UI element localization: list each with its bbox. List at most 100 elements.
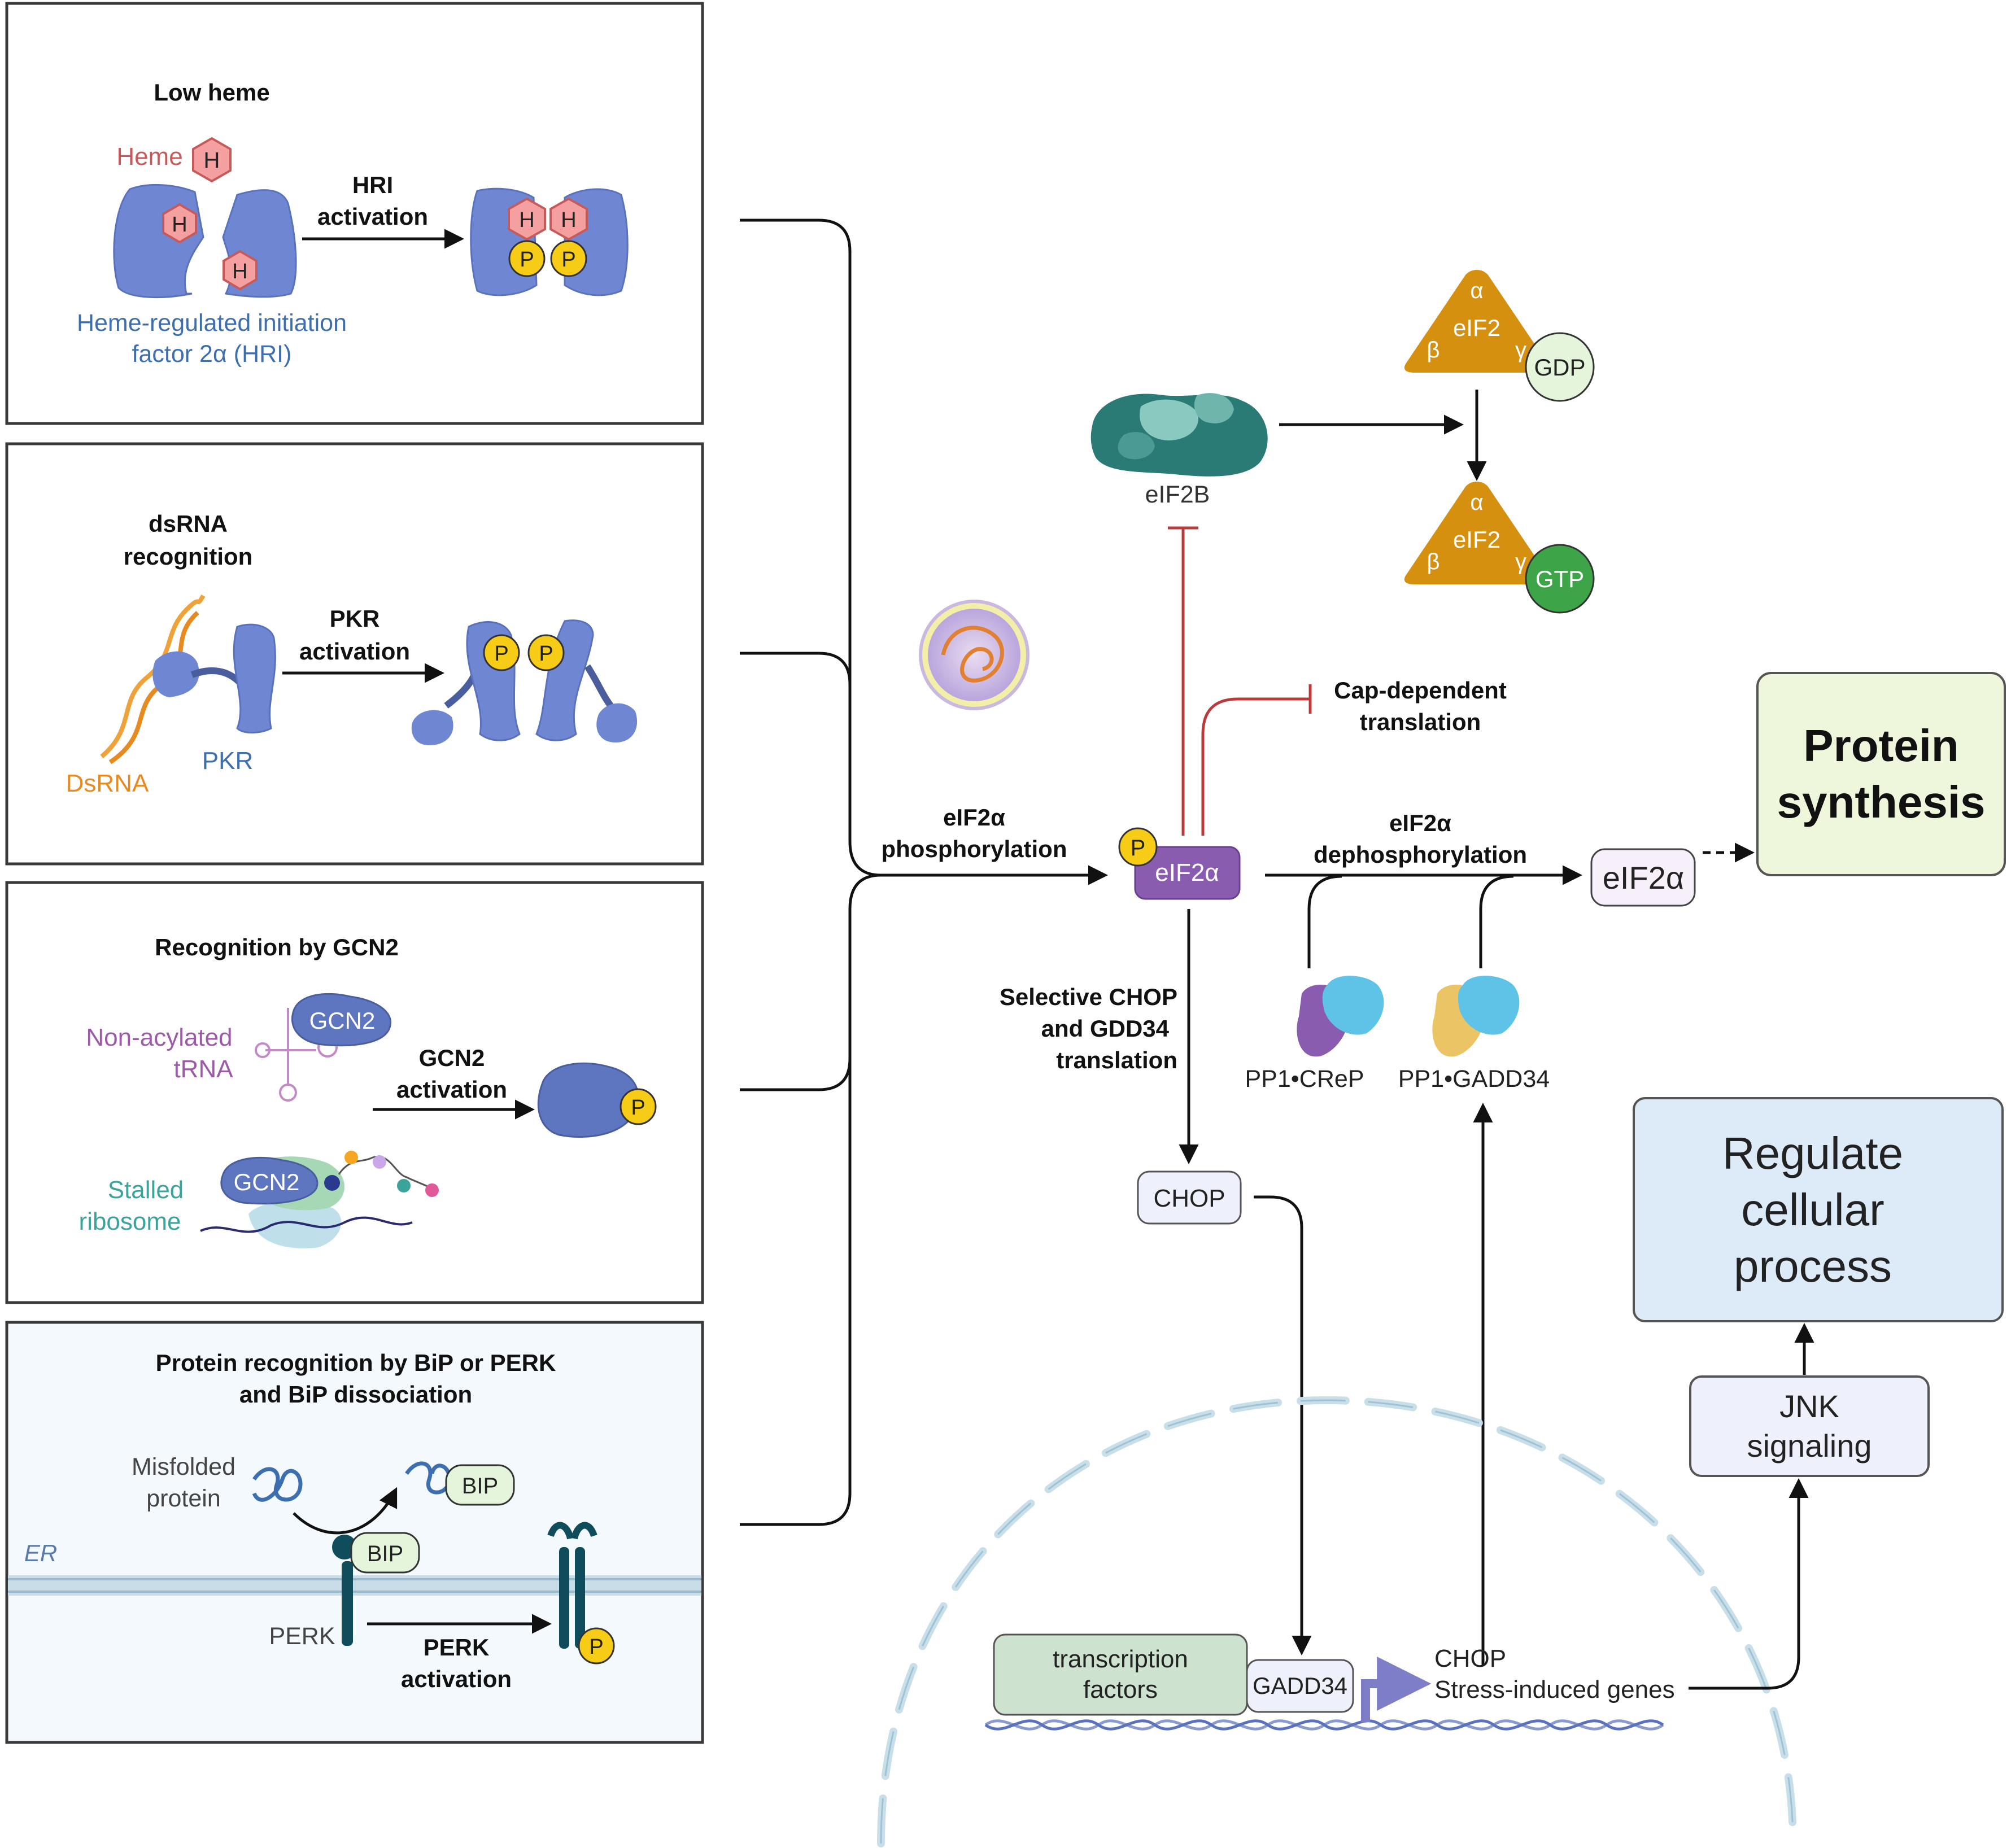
gcn2-arrow-label-2: activation (396, 1076, 507, 1103)
transcription-factors-box: transcription factors (993, 1633, 1248, 1716)
svg-text:γ: γ (1515, 549, 1526, 574)
dsrna-label: DsRNA (66, 770, 149, 797)
eif2-gdp-icon: α eIF2 β γ GDP (1404, 270, 1595, 402)
svg-text:GCN2: GCN2 (234, 1169, 300, 1195)
svg-text:Protein: Protein (1803, 720, 1959, 771)
phosphorylation-label-1: eIF2α (943, 804, 1005, 831)
gcn2-active-icon: P (537, 1062, 657, 1138)
panel-bracket (740, 219, 882, 1526)
perk-active-icon: P (547, 1522, 615, 1664)
svg-text:P: P (561, 248, 575, 272)
hri-arrow-label-2: activation (317, 203, 428, 230)
svg-text:factors: factors (1083, 1676, 1158, 1703)
svg-text:JNK: JNK (1779, 1388, 1839, 1424)
svg-text:CHOP: CHOP (1153, 1185, 1225, 1212)
misfolded-label-2: protein (146, 1485, 220, 1512)
svg-text:GCN2: GCN2 (309, 1007, 376, 1034)
svg-text:eIF2: eIF2 (1453, 314, 1500, 341)
jnk-box: JNK signaling (1689, 1375, 1930, 1477)
pkr-inactive-icon (152, 623, 276, 733)
svg-text:P: P (539, 642, 553, 666)
selective-label-1: Selective CHOP (1000, 984, 1177, 1010)
pp1-crep-icon (1297, 976, 1384, 1057)
bip-lower-icon: BIP (332, 1532, 420, 1574)
misfolded-protein-icon (252, 1467, 303, 1502)
trna-label-1: Non-acylated (86, 1024, 232, 1051)
svg-text:P: P (520, 248, 534, 272)
svg-text:γ: γ (1515, 338, 1526, 362)
svg-text:P: P (1131, 836, 1146, 860)
svg-text:BIP: BIP (462, 1474, 498, 1499)
inhibition-eif2b (1168, 526, 1198, 836)
heme-icon: H (192, 137, 232, 183)
pkr-active-icon: P P (411, 619, 638, 745)
svg-text:process: process (1734, 1241, 1892, 1291)
p-eif2a-icon: eIF2α P (1118, 827, 1241, 900)
misfolded-label-1: Misfolded (132, 1453, 235, 1480)
eif2-gtp-icon: α eIF2 β γ GTP (1404, 482, 1595, 614)
svg-text:Regulate: Regulate (1722, 1128, 1903, 1178)
hri-caption-1: Heme-regulated initiation (77, 309, 347, 337)
hri-inactive-icon: H H (113, 184, 297, 299)
bip-dissociation-arrow (293, 1487, 398, 1535)
svg-text:P: P (589, 1635, 603, 1659)
er-label: ER (24, 1540, 57, 1566)
svg-text:GTP: GTP (1535, 566, 1584, 592)
dephosphorylation-label-2: dephosphorylation (1314, 841, 1527, 868)
svg-text:transcription: transcription (1053, 1645, 1188, 1673)
cap-dependent-label-2: translation (1360, 709, 1481, 735)
inhibition-cap-dependent (1201, 684, 1312, 836)
bip-upper-icon: BIP (445, 1464, 515, 1506)
svg-text:H: H (519, 208, 534, 232)
svg-text:eIF2α: eIF2α (1603, 860, 1684, 895)
selective-label-2: and GDD34 (1041, 1015, 1170, 1042)
heme-label: Heme (116, 143, 182, 171)
gcn2-arrow-label-1: GCN2 (419, 1045, 485, 1071)
svg-text:eIF2α: eIF2α (1155, 859, 1219, 886)
ribosome-label-2: ribosome (79, 1208, 181, 1235)
svg-text:synthesis: synthesis (1777, 777, 1985, 827)
svg-text:β: β (1427, 549, 1439, 574)
hri-title: Low heme (154, 79, 269, 106)
svg-text:α: α (1470, 278, 1483, 303)
perk-inactive-icon (342, 1561, 353, 1646)
pkr-label: PKR (202, 747, 253, 775)
perk-title-2: and BiP dissociation (239, 1381, 472, 1408)
svg-text:BIP: BIP (367, 1541, 403, 1566)
svg-text:H: H (204, 148, 220, 173)
cap-dependent-label-1: Cap-dependent (1334, 677, 1507, 704)
pkr-arrow-label-2: activation (299, 638, 410, 665)
phosphorylation-label-2: phosphorylation (882, 836, 1067, 862)
hri-caption-2: factor 2α (HRI) (132, 340, 292, 368)
eif2b-icon (1090, 393, 1268, 477)
svg-text:cellular: cellular (1741, 1185, 1884, 1235)
gcn2-title: Recognition by GCN2 (155, 934, 399, 960)
dephosphorylation-label-1: eIF2α (1389, 810, 1451, 836)
gadd34-box: GADD34 (1246, 1659, 1354, 1713)
perk-title-1: Protein recognition by BiP or PERK (156, 1349, 556, 1376)
chop-to-nucleus-arrow (1254, 1195, 1312, 1655)
pp1-gadd34-label: PP1•GADD34 (1398, 1065, 1550, 1093)
regulate-box: Regulate cellular process (1633, 1097, 2004, 1322)
misfolded-protein-bound-icon (405, 1461, 452, 1495)
gadd34-feed-line (1479, 875, 1514, 968)
pkr-title-1: dsRNA (149, 510, 228, 537)
selective-label-3: translation (1056, 1047, 1177, 1073)
svg-text:β: β (1427, 338, 1439, 362)
protein-synthesis-box: Protein synthesis (1756, 672, 2006, 876)
ribosome-label-1: Stalled (108, 1176, 184, 1204)
svg-text:GDP: GDP (1534, 354, 1585, 381)
svg-text:P: P (631, 1096, 645, 1120)
dna-icon (984, 1719, 1664, 1731)
perk-arrow-label-2: activation (401, 1666, 512, 1692)
svg-text:H: H (172, 213, 187, 237)
pkr-arrow-label-1: PKR (330, 605, 380, 632)
pp1-gadd34-icon (1432, 976, 1520, 1057)
nucleus-envelope (877, 1396, 1797, 1847)
pp1-crep-label: PP1•CReP (1245, 1065, 1364, 1093)
eif2a-box: eIF2α (1590, 848, 1696, 907)
eif2b-label: eIF2B (1145, 481, 1210, 508)
perk-panel (5, 1321, 704, 1744)
svg-text:eIF2: eIF2 (1453, 526, 1500, 553)
